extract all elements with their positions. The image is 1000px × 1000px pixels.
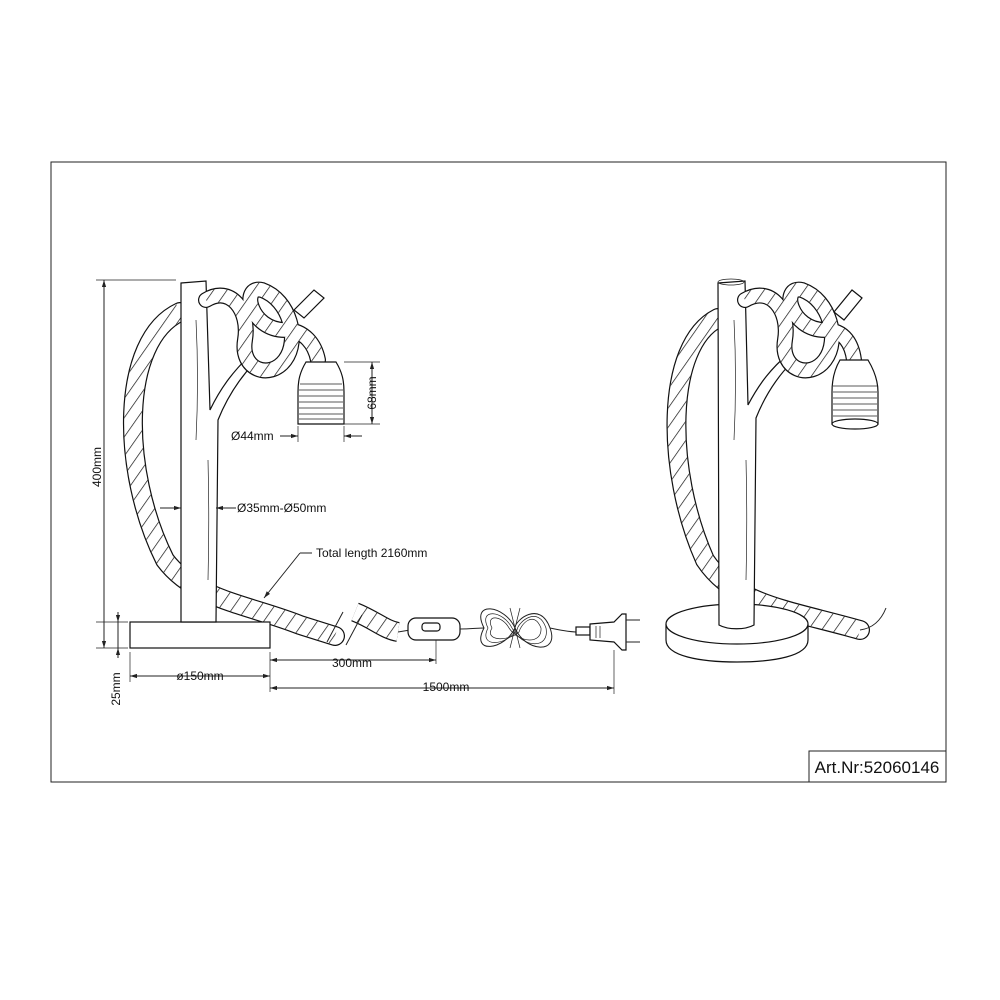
drawing-frame [50,161,947,783]
inline-switch [397,617,485,641]
rope-left [122,302,401,646]
label-cable-total-length: Total length 2160mm [316,546,427,560]
article-number: Art.Nr:52060146 [815,758,940,777]
label-cable-length: 1500mm [423,680,470,694]
label-switch-distance: 300mm [332,656,372,670]
dimension-lines [96,279,615,694]
perspective-base [665,603,809,663]
lamp-socket [297,361,345,425]
perspective-socket [831,359,879,430]
lamp-perspective-view [665,278,887,663]
lamp-front-view [122,280,640,651]
power-plug [575,613,640,651]
label-base-diameter: ø150mm [176,669,223,683]
label-socket-diameter: Ø44mm [231,429,274,443]
rope-top-left [198,281,326,379]
label-trunk-diameter: Ø35mm-Ø50mm [237,501,326,515]
label-socket-height: 68mm [365,376,379,409]
perspective-trunk [717,280,794,630]
lamp-base [129,621,271,649]
label-height-total: 400mm [90,447,104,487]
coiled-cable [480,607,579,649]
article-number-box: Art.Nr:52060146 [808,750,947,783]
label-base-height: 25mm [109,672,123,705]
